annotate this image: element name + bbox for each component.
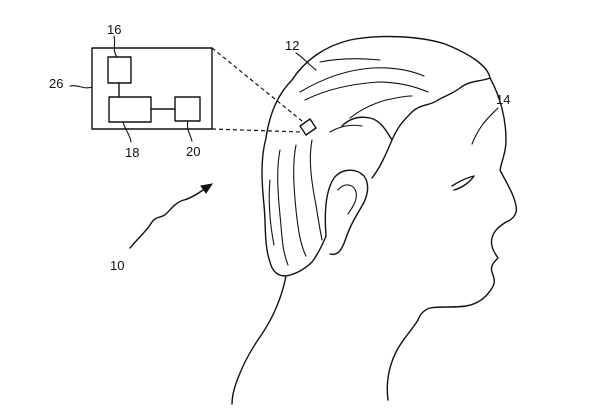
leader-26 — [69, 85, 93, 89]
head-drawing — [231, 35, 518, 405]
projection-bottom — [211, 128, 303, 133]
leader-20 — [186, 120, 193, 142]
leader-12 — [295, 52, 317, 71]
back-hair-strand-3 — [309, 139, 323, 241]
leader-16 — [113, 35, 118, 58]
back-hair-strand-4 — [268, 179, 275, 246]
label-10: 10 — [110, 258, 124, 273]
ear — [324, 169, 369, 256]
hair-outline — [265, 35, 491, 179]
block-20 — [174, 96, 201, 122]
projection-top — [211, 47, 303, 122]
hair-strand-4 — [349, 95, 413, 119]
ear-inner — [337, 184, 357, 215]
label-20: 20 — [186, 144, 200, 159]
leader-14 — [471, 107, 499, 145]
back-hair-strand-2 — [293, 144, 307, 257]
detail-enclosure — [91, 47, 213, 130]
label-26: 26 — [49, 76, 63, 91]
label-12: 12 — [285, 38, 299, 53]
block-18 — [108, 96, 152, 123]
back-hair — [261, 137, 327, 277]
hair-strand-2 — [304, 81, 429, 101]
enclosure-outline — [91, 47, 213, 130]
leader-18 — [122, 121, 132, 143]
label-16: 16 — [107, 22, 121, 37]
neck-back — [231, 275, 287, 405]
hair-strand-5 — [329, 124, 363, 133]
face-profile — [417, 77, 518, 321]
block-16 — [107, 56, 132, 84]
eye — [451, 175, 475, 191]
arrow-10-shaft — [129, 187, 207, 249]
hair-strand-3 — [319, 58, 381, 63]
label-14: 14 — [496, 92, 510, 107]
arrow-10-head — [200, 183, 214, 194]
back-hair-strand-1 — [277, 149, 289, 266]
neck-front — [386, 319, 419, 401]
label-18: 18 — [125, 145, 139, 160]
implant-device — [299, 118, 317, 136]
hair-strand-1 — [299, 67, 425, 93]
